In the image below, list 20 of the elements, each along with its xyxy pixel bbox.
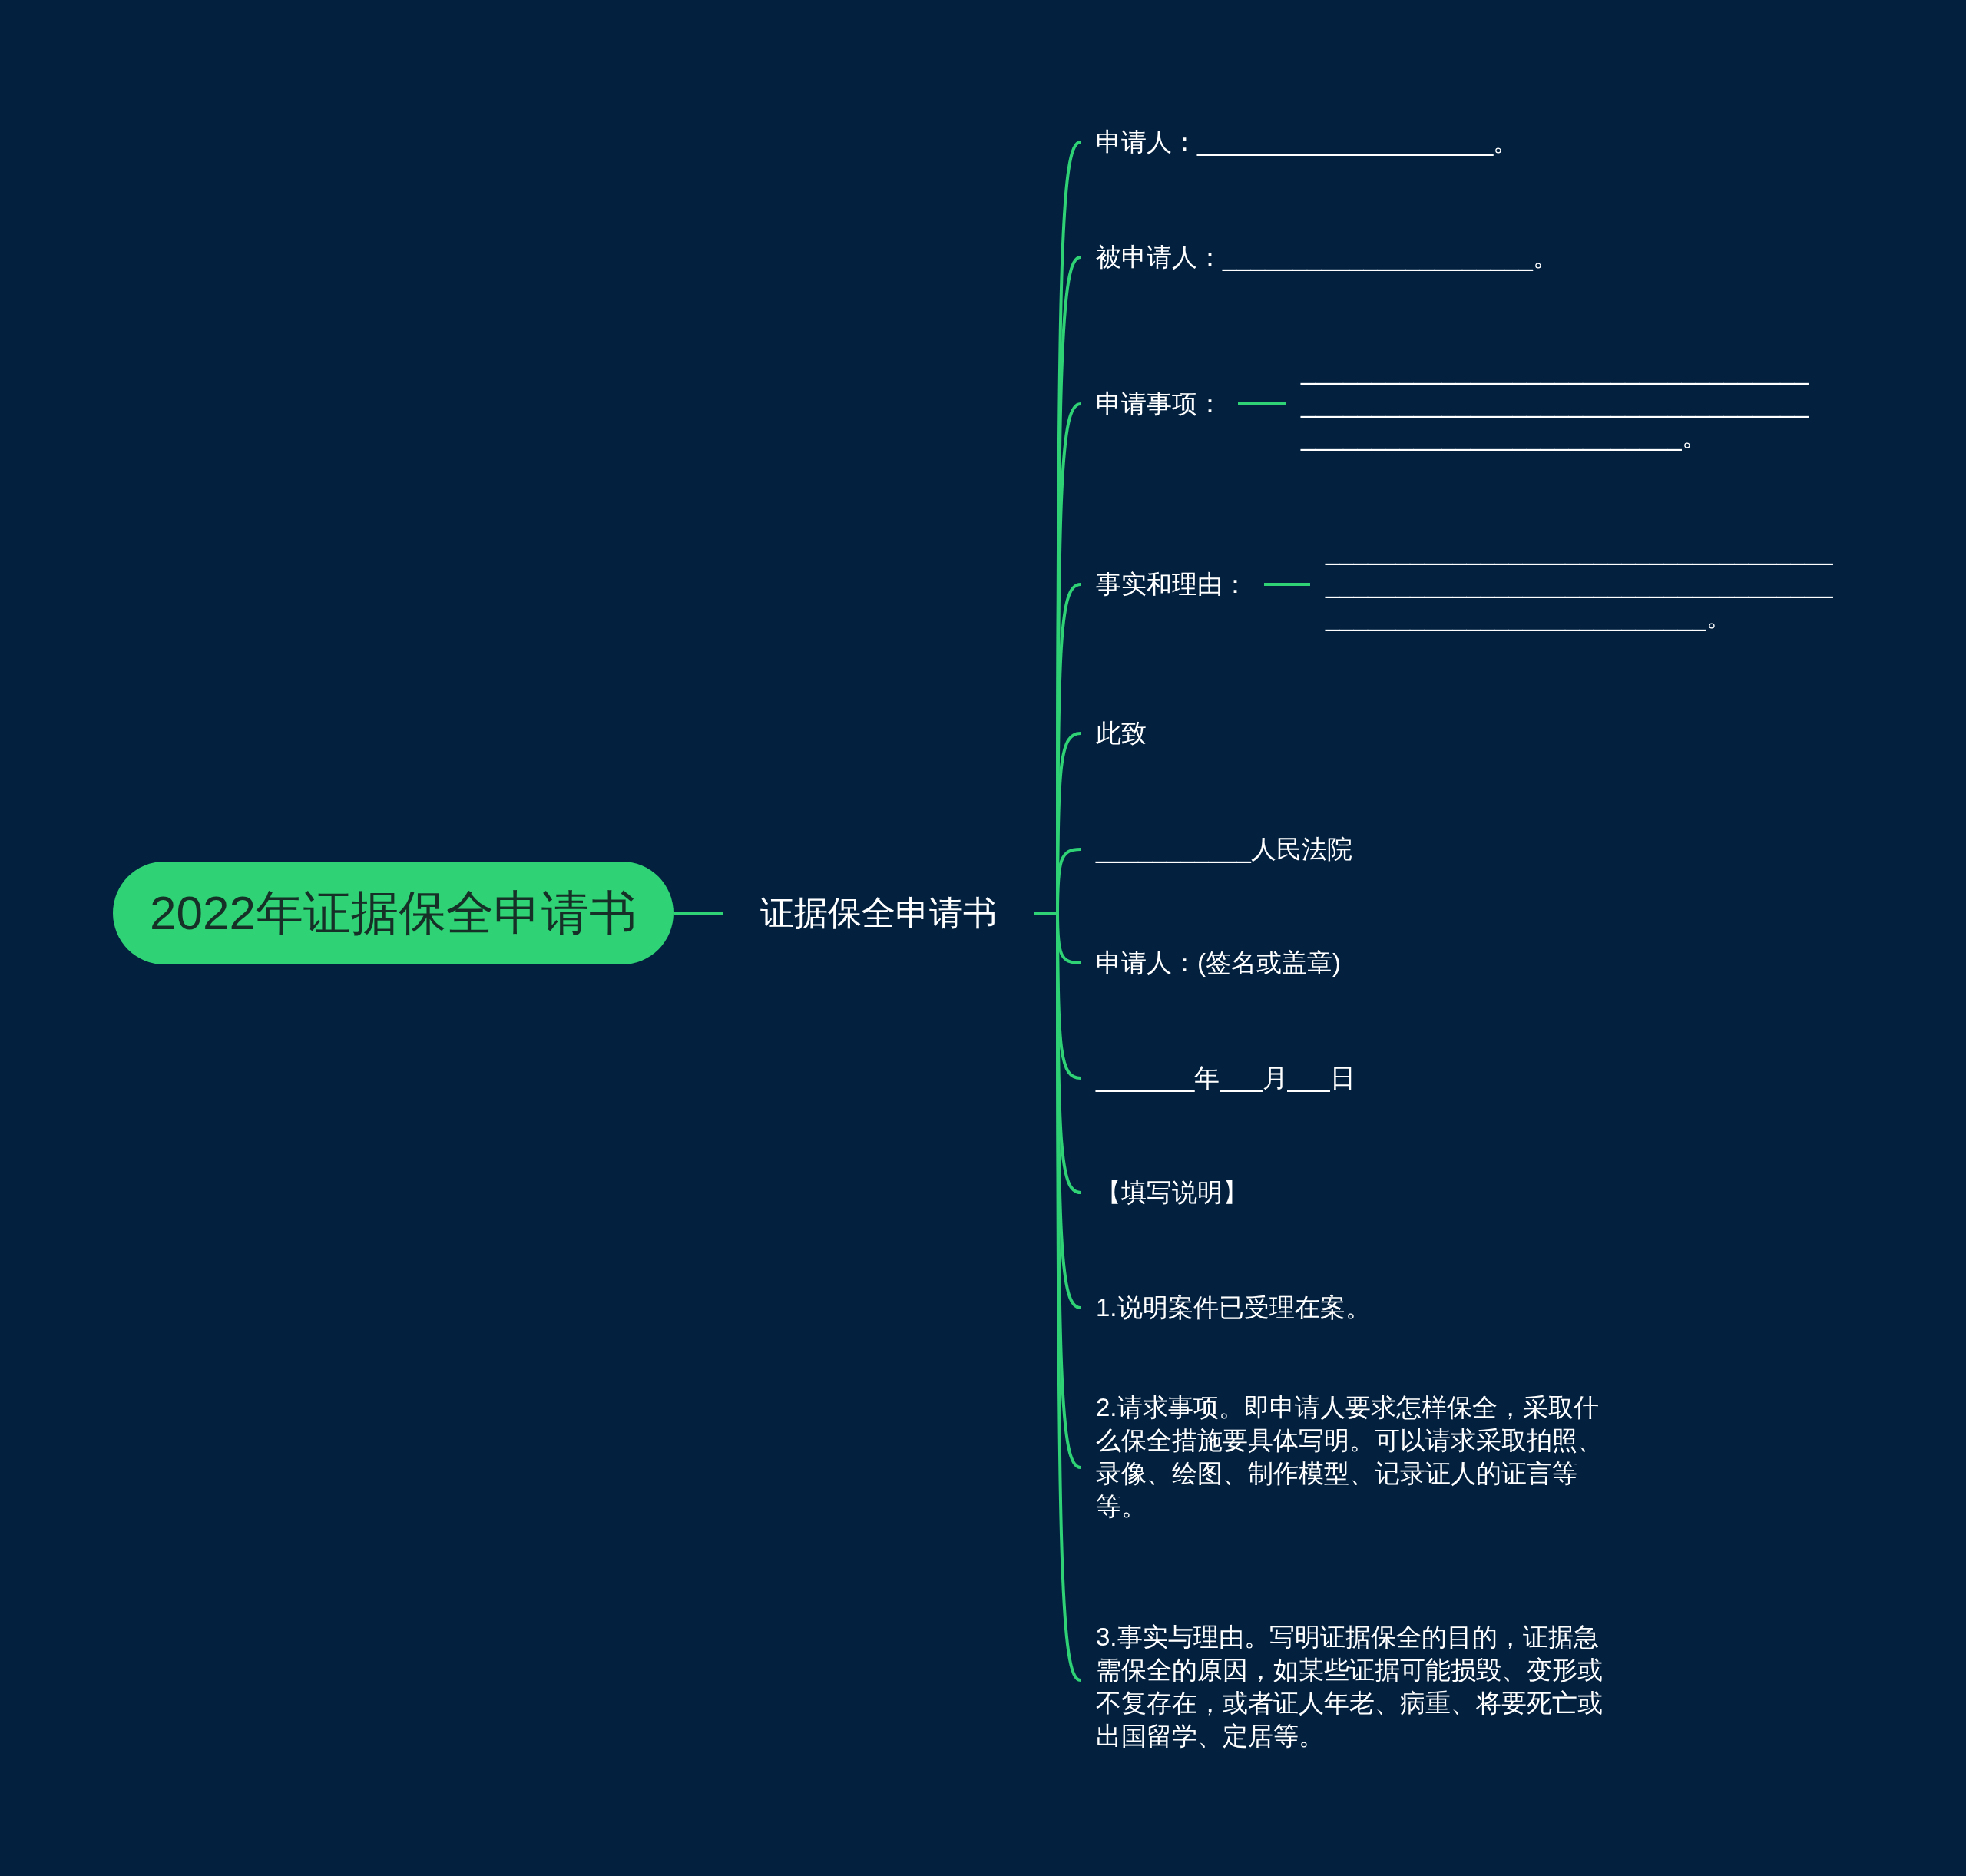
- topic-text: 此致: [1081, 716, 1147, 750]
- topic-text: 3.事实与理由。写明证据保全的目的，证据急需保全的原因，如某些证据可能损毁、变形或不复存在，或者证人年老、病重、将要死亡或出国留学、定居等。: [1081, 1620, 1618, 1752]
- fill-in-line: ___________________________________________________________________________________________________。: [1286, 354, 1815, 453]
- branch-line: [1034, 912, 1082, 1682]
- root-topic: 2022年证据保全申请书: [113, 862, 674, 964]
- topic-text: 申请人：_____________________。: [1081, 125, 1519, 159]
- topic-text: 被申请人：______________________。: [1081, 240, 1558, 274]
- branch-line: [1264, 583, 1310, 586]
- topic-text: ___________人民法院: [1081, 832, 1352, 866]
- topic-text: 1.说明案件已受理在案。: [1081, 1291, 1371, 1325]
- fill-in-line: ___________________________________________________________________________________________________。: [1310, 534, 1839, 634]
- topic-text: 【填写说明】: [1081, 1176, 1248, 1209]
- branch-line: [674, 912, 723, 915]
- main-topic: 证据保全申请书: [723, 887, 1034, 939]
- topic-text: 申请事项：: [1081, 387, 1238, 421]
- branch-line: [1238, 402, 1286, 405]
- topic-text: 2.请求事项。即申请人要求怎样保全，采取什么保全措施要具体写明。可以请求采取拍照、录像、绘图、制作模型、记录证人的证言等等。: [1081, 1391, 1618, 1523]
- topic-text: 申请人：(签名或盖章): [1081, 946, 1341, 980]
- topic-text: 事实和理由：: [1081, 567, 1264, 601]
- topic-text: _______年___月___日: [1081, 1061, 1355, 1095]
